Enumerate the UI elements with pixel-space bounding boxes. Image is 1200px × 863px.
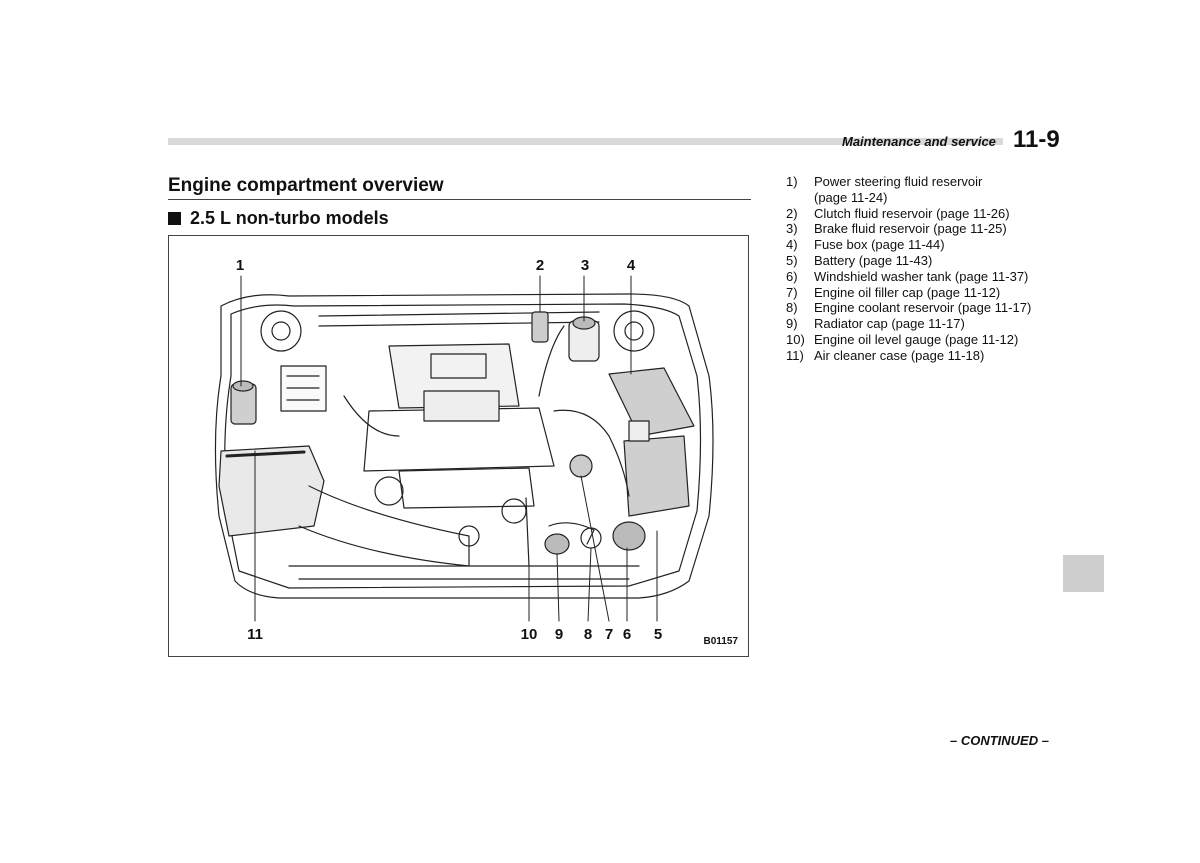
callout-9: 9: [554, 626, 564, 643]
sub-title-text: 2.5 L non-turbo models: [190, 208, 389, 228]
callout-6: 6: [622, 626, 632, 643]
legend-item: 5)Battery (page 11-43): [786, 252, 933, 268]
continued-label: – CONTINUED –: [950, 733, 1049, 748]
section-title: Engine compartment overview: [168, 175, 444, 196]
header-bar: [168, 138, 1003, 145]
callout-11: 11: [247, 626, 263, 643]
callout-3: 3: [580, 257, 590, 274]
legend-item: 10)Engine oil level gauge (page 11-12): [786, 331, 1019, 347]
legend-item: 8)Engine coolant reservoir (page 11-17): [786, 300, 1032, 316]
legend-item: 1)Power steering fluid reservoir(page 11…: [786, 174, 983, 205]
legend-item: 9)Radiator cap (page 11-17): [786, 316, 965, 332]
callout-1: 1: [235, 257, 245, 274]
engine-illustration: [214, 275, 714, 622]
header-section-title: Maintenance and service: [842, 134, 996, 149]
callout-10: 10: [520, 626, 538, 643]
callout-5: 5: [653, 626, 663, 643]
component-legend: 1)Power steering fluid reservoir(page 11…: [786, 174, 1076, 364]
legend-item: 7)Engine oil filler cap (page 11-12): [786, 284, 1001, 300]
callout-4: 4: [626, 257, 636, 274]
legend-item: 3)Brake fluid reservoir (page 11-25): [786, 221, 1007, 237]
chapter-thumb-tab: [1063, 555, 1104, 592]
legend-item: 11)Air cleaner case (page 11-18): [786, 347, 985, 363]
legend-item: 6)Windshield washer tank (page 11-37): [786, 268, 1029, 284]
page-number: 11-9: [1013, 126, 1060, 153]
callout-7: 7: [604, 626, 614, 643]
figure-code: B01157: [703, 636, 738, 647]
callout-2: 2: [535, 257, 545, 274]
sub-title: 2.5 L non-turbo models: [168, 208, 389, 229]
engine-compartment-figure: 1 2 3 4 5 6 7 8 9 10 11 B01157: [168, 235, 749, 657]
callout-8: 8: [583, 626, 593, 643]
legend-item: 2)Clutch fluid reservoir (page 11-26): [786, 205, 1010, 221]
bullet-square-icon: [168, 212, 181, 225]
legend-item: 4)Fuse box (page 11-44): [786, 237, 945, 253]
title-rule: [168, 199, 751, 200]
